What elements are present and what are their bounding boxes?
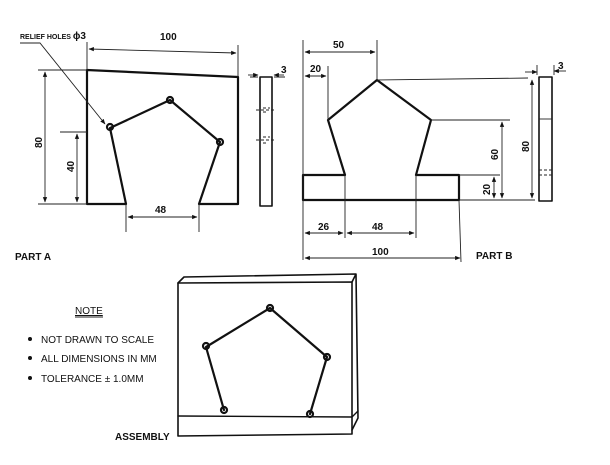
- relief-holes-leader: [20, 42, 106, 125]
- note-item: ALL DIMENSIONS IN MM: [41, 354, 157, 365]
- assembly-label: ASSEMBLY: [115, 432, 170, 443]
- dim-base-height: 20: [482, 183, 493, 195]
- part-b-outline: [301, 78, 461, 202]
- dim-slot-height: 40: [66, 160, 77, 172]
- dim-apex-offset: 50: [333, 40, 345, 51]
- part-b-side-view: [538, 76, 553, 202]
- part-a-side-view: [259, 76, 273, 207]
- relief-hole: [215, 137, 225, 147]
- dim-height: 80: [521, 140, 532, 152]
- part-a-label: PART A: [15, 252, 51, 263]
- note-item: NOT DRAWN TO SCALE: [41, 335, 154, 346]
- dim-shoulder-offset: 20: [310, 64, 322, 75]
- note-item: TOLERANCE ± 1.0MM: [41, 374, 144, 385]
- dim-width: 100: [160, 32, 177, 43]
- assembly: ASSEMBLY: [115, 273, 359, 443]
- notes: NOTE NOT DRAWN TO SCALE ALL DIMENSIONS I…: [28, 306, 157, 385]
- dim-thickness: 3: [281, 65, 287, 76]
- dim-height: 80: [34, 136, 45, 148]
- dim-neck-width: 48: [372, 222, 384, 233]
- note-title: NOTE: [75, 306, 103, 317]
- part-a: 100 80 40 48 3 RELIEF HOLES ϕ3 PART A: [15, 31, 287, 263]
- dim-left-offset: 26: [318, 222, 330, 233]
- part-b: 50 20 80 60 20 26 48 100 3 PART B: [301, 40, 566, 263]
- dim-thickness: 3: [558, 61, 564, 72]
- dim-shoulder-height: 60: [490, 148, 501, 160]
- assembly-back-edges: [177, 273, 359, 431]
- relief-hole: [165, 95, 175, 105]
- dim-slot-width: 48: [155, 205, 167, 216]
- side-view-hidden-lines: [256, 107, 276, 144]
- dim-width: 100: [372, 247, 389, 258]
- relief-holes-label: RELIEF HOLES ϕ3: [20, 31, 86, 42]
- assembly-pentagon: [204, 306, 329, 416]
- part-a-outline: [85, 68, 240, 206]
- part-b-label: PART B: [476, 251, 512, 262]
- assembly-front-face: [177, 281, 353, 437]
- relief-hole: [105, 122, 115, 132]
